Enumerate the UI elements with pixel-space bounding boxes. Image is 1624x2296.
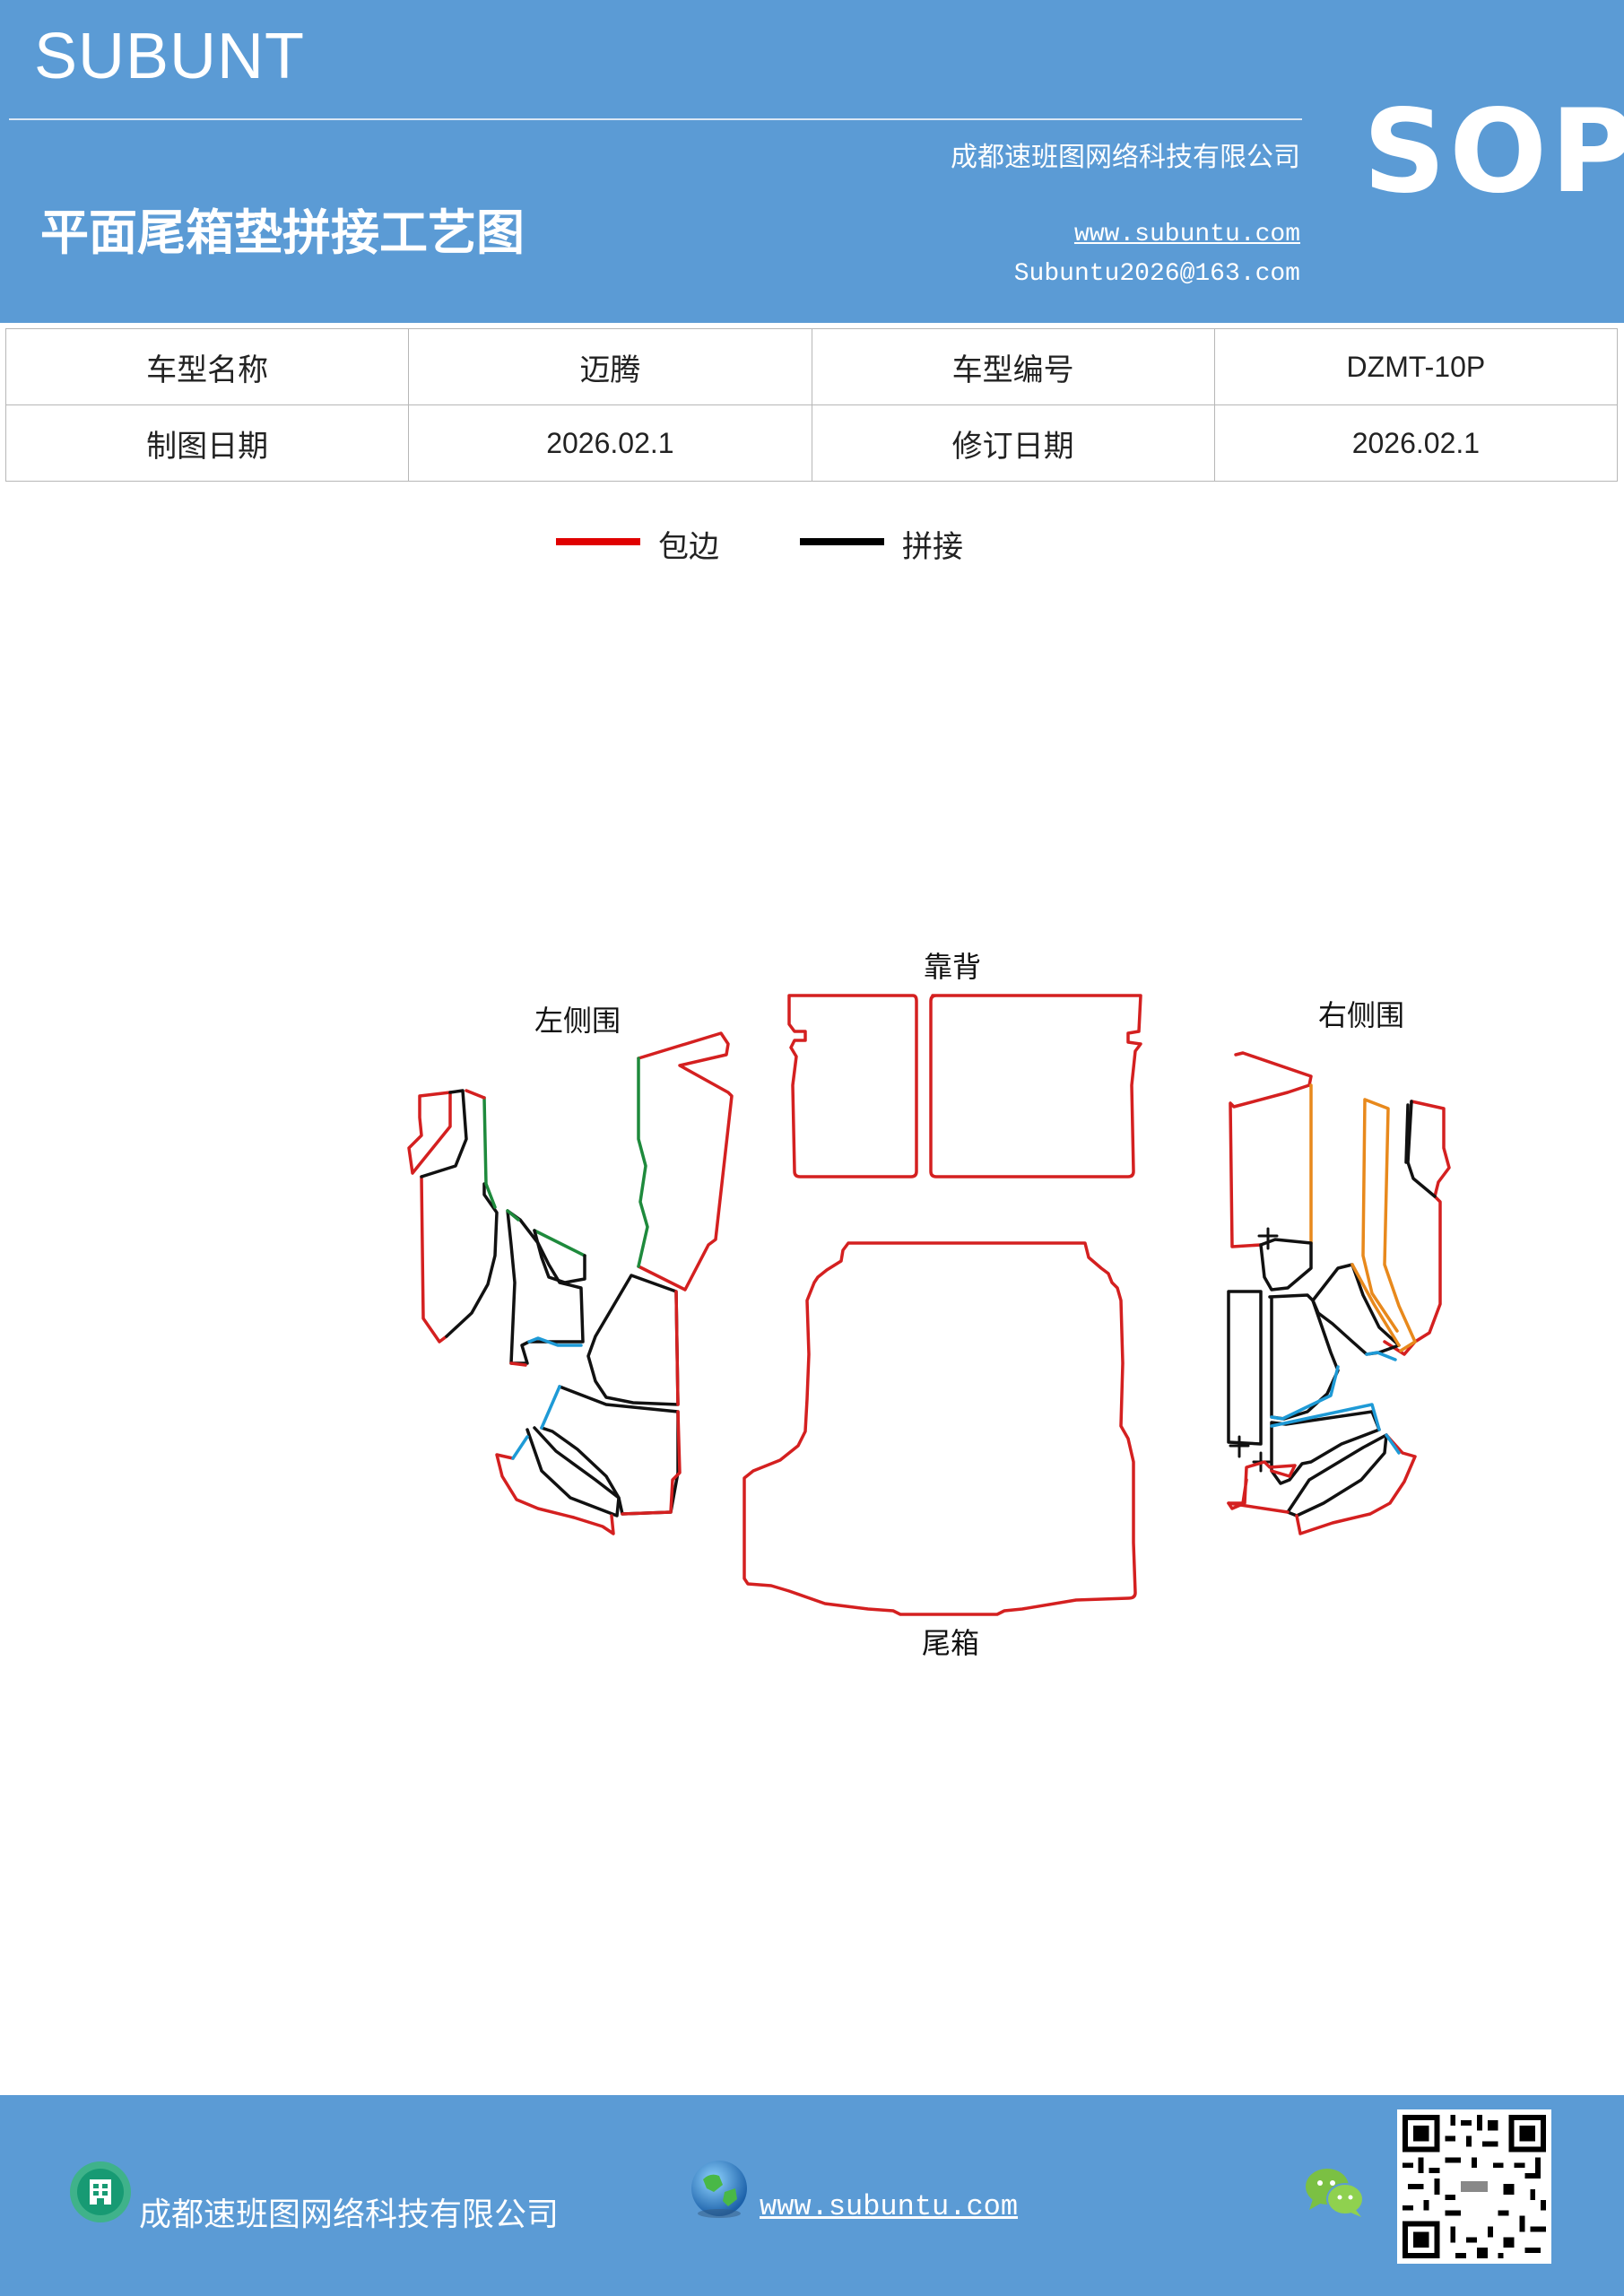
left-upper-strip-green-edge (637, 1057, 649, 1268)
legend-label-binding: 包边 (658, 529, 719, 565)
right-strip-left (1227, 1290, 1263, 1446)
left-lower-piece (540, 1385, 680, 1516)
globe-icon (691, 2161, 747, 2218)
label-right-side: 右侧围 (1318, 998, 1404, 1032)
left-rear-splice (420, 1089, 499, 1338)
table-row: 车型名称 迈腾 车型编号 DZMT-10P (4, 328, 1619, 405)
model-code-value: DZMT-10P (1213, 328, 1619, 405)
label-backrest: 靠背 (924, 950, 981, 984)
left-lower-blue (540, 1385, 561, 1430)
vehicle-info-table: 车型名称 迈腾 车型编号 DZMT-10P 制图日期 2026.02.1 修订日… (4, 328, 1619, 482)
legend-swatch-binding (556, 538, 640, 545)
left-upper-strip (637, 1031, 734, 1292)
right-mid-splice (1268, 1293, 1340, 1421)
right-upper-splice (1259, 1238, 1313, 1292)
right-strip-left-mark (1229, 1435, 1272, 1473)
revision-date-value: 2026.02.1 (1213, 404, 1619, 482)
legend: 包边 拼接 (556, 529, 1022, 565)
right-rear-orange (1361, 1098, 1417, 1352)
trunk-floor-panel (743, 1241, 1137, 1616)
right-bottom-red (1227, 1433, 1417, 1535)
table-row: 制图日期 2026.02.1 修订日期 2026.02.1 (4, 404, 1619, 482)
left-lower-red (621, 1410, 682, 1516)
right-mid-orange (1350, 1263, 1401, 1347)
website-link[interactable]: www.subuntu.com (1073, 221, 1300, 248)
left-rear-top (465, 1089, 486, 1100)
footer-company-name: 成都速班图网络科技有限公司 (139, 2196, 560, 2233)
left-rear-outer-piece (407, 1091, 452, 1175)
model-code-label: 车型编号 (811, 328, 1215, 405)
model-name-value: 迈腾 (408, 328, 812, 405)
company-name: 成都速班图网络科技有限公司 (951, 142, 1300, 173)
right-lower-blue (1270, 1403, 1381, 1431)
revision-date-label: 修订日期 (811, 404, 1215, 482)
qr-code (1397, 2109, 1551, 2264)
legend-swatch-splice (800, 538, 884, 545)
right-rear-outer (1383, 1100, 1451, 1356)
label-left-side: 左侧围 (534, 1004, 621, 1038)
email-address: Subuntu2026@163.com (1013, 260, 1300, 288)
right-rear-outer-splice (1404, 1100, 1437, 1198)
building-icon (70, 2161, 131, 2222)
footer-website-link[interactable]: www.subuntu.com (760, 2190, 1019, 2223)
right-upper-splice-mark (1257, 1227, 1279, 1250)
drawing-date-value: 2026.02.1 (408, 404, 812, 482)
right-mid-piece (1311, 1263, 1401, 1356)
left-middle-red (509, 1361, 527, 1367)
left-middle-small (533, 1229, 586, 1284)
right-bottom-piece (1286, 1433, 1388, 1518)
brand-name: SUBUNT (34, 21, 306, 92)
drawing-date-label: 制图日期 (4, 404, 410, 482)
header-divider (9, 118, 1302, 120)
left-rear-outer-red (420, 1175, 448, 1344)
left-inner-red (674, 1290, 680, 1406)
left-bottom-piece (525, 1426, 621, 1518)
page-title: 平面尾箱垫拼接工艺图 (40, 204, 525, 261)
header-banner: SUBUNT SOP 成都速班图网络科技有限公司 平面尾箱垫拼接工艺图 www.… (0, 0, 1624, 323)
wechat-icon (1306, 2169, 1364, 2217)
left-bottom-red (495, 1453, 615, 1535)
right-upper-strip (1229, 1051, 1313, 1248)
right-mid-blue (1270, 1351, 1397, 1421)
sop-badge: SOP (1363, 85, 1624, 219)
right-bottom-blue (1385, 1433, 1401, 1455)
legend-label-splice: 拼接 (902, 529, 963, 565)
backrest-left-panel (787, 994, 918, 1178)
left-middle-green (506, 1209, 586, 1257)
label-trunk: 尾箱 (922, 1626, 979, 1660)
left-rear-green (482, 1096, 497, 1209)
backrest-right-panel (929, 994, 1142, 1178)
left-inner-block (586, 1274, 680, 1406)
left-middle-blue (527, 1336, 583, 1347)
model-name-label: 车型名称 (4, 328, 410, 405)
left-bottom-blue (511, 1435, 529, 1460)
